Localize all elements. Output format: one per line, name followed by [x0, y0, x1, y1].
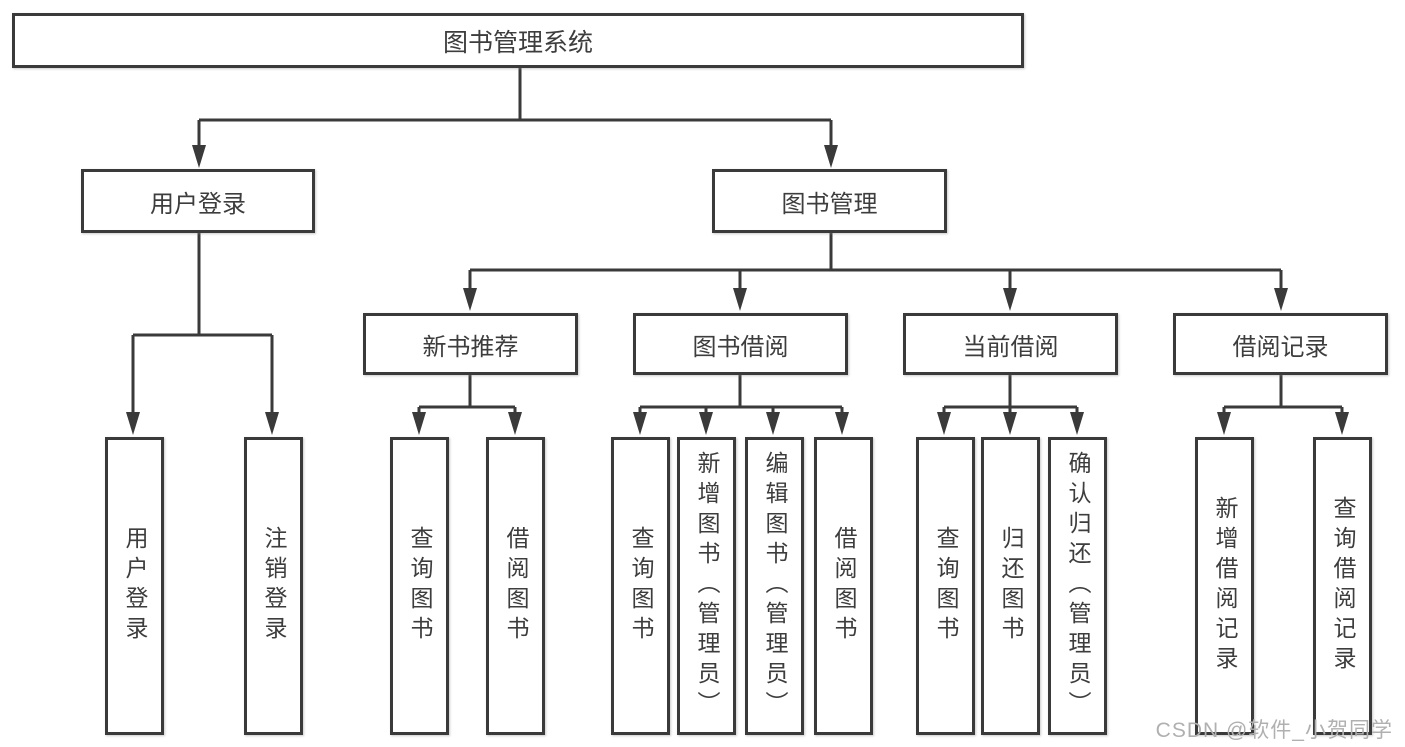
connector-new-book-children [412, 375, 522, 435]
node-label: 当前借阅 [962, 333, 1059, 361]
node-label: 用户登录 [122, 526, 148, 646]
node-label: 新书推荐 [422, 333, 519, 361]
arrow-down-icon [265, 412, 279, 435]
node-label: 查询图书 [407, 526, 433, 646]
node-label: 借阅记录 [1232, 333, 1329, 361]
connector-book-mgmt-to-level3 [463, 233, 1288, 311]
arrow-down-icon [824, 145, 838, 168]
arrow-down-icon [835, 412, 849, 435]
arrow-down-icon [699, 412, 713, 435]
connector-borrow-record-children [1217, 375, 1349, 435]
node-current-borrowing: 当前借阅 [903, 313, 1118, 375]
leaf-user-login: 用户登录 [105, 437, 164, 735]
arrow-down-icon [733, 288, 747, 311]
node-label: 确认归还（管理员） [1065, 451, 1091, 721]
arrow-down-icon [766, 412, 780, 435]
node-book-management-branch: 图书管理 [712, 169, 947, 233]
leaf-add-borrow-record: 新增借阅记录 [1195, 437, 1254, 735]
arrow-down-icon [192, 145, 206, 168]
leaf-query-borrow-record: 查询借阅记录 [1313, 437, 1372, 735]
node-label: 新增图书（管理员） [694, 451, 720, 721]
connector-book-borrow-children [633, 375, 849, 435]
leaf-query-books-borrowing: 查询图书 [611, 437, 670, 735]
leaf-add-books-admin: 新增图书（管理员） [677, 437, 736, 735]
node-label: 图书管理系统 [442, 28, 593, 57]
node-label: 查询借阅记录 [1330, 496, 1356, 676]
node-label: 图书借阅 [692, 333, 789, 361]
leaf-confirm-return-admin: 确认归还（管理员） [1048, 437, 1107, 735]
node-label: 编辑图书（管理员） [762, 451, 788, 721]
node-label: 注销登录 [261, 526, 287, 646]
arrow-down-icon [937, 412, 951, 435]
arrow-down-icon [1217, 412, 1231, 435]
arrow-down-icon [463, 288, 477, 311]
leaf-borrow-books: 借阅图书 [814, 437, 873, 735]
node-library-management-system: 图书管理系统 [12, 13, 1024, 68]
arrow-down-icon [508, 412, 522, 435]
node-label: 归还图书 [998, 526, 1024, 646]
node-label: 借阅图书 [503, 526, 529, 646]
arrow-down-icon [1070, 412, 1084, 435]
csdn-watermark: CSDN @软件_小贺同学 [1155, 719, 1393, 742]
leaf-borrow-books-recommend: 借阅图书 [486, 437, 545, 735]
node-label: 查询图书 [628, 526, 654, 646]
node-new-book-recommend: 新书推荐 [363, 313, 578, 375]
leaf-query-books-recommend: 查询图书 [390, 437, 449, 735]
leaf-edit-books-admin: 编辑图书（管理员） [745, 437, 804, 735]
connector-user-login-children [126, 233, 279, 435]
node-label: 用户登录 [150, 190, 246, 218]
node-book-borrowing: 图书借阅 [633, 313, 848, 375]
arrow-down-icon [633, 412, 647, 435]
leaf-logout: 注销登录 [244, 437, 303, 735]
arrow-down-icon [1003, 412, 1017, 435]
node-label: 新增借阅记录 [1212, 496, 1238, 676]
node-borrowing-records: 借阅记录 [1173, 313, 1388, 375]
leaf-return-books: 归还图书 [981, 437, 1040, 735]
arrow-down-icon [412, 412, 426, 435]
node-label: 查询图书 [933, 526, 959, 646]
arrow-down-icon [1003, 288, 1017, 311]
connector-root-to-level2 [192, 68, 838, 168]
connector-current-borrow-children [937, 375, 1084, 435]
node-label: 借阅图书 [831, 526, 857, 646]
leaf-query-books-current: 查询图书 [916, 437, 975, 735]
arrow-down-icon [1274, 288, 1288, 311]
node-label: 图书管理 [781, 190, 878, 218]
arrow-down-icon [1335, 412, 1349, 435]
node-user-login-branch: 用户登录 [81, 169, 315, 233]
arrow-down-icon [126, 412, 140, 435]
